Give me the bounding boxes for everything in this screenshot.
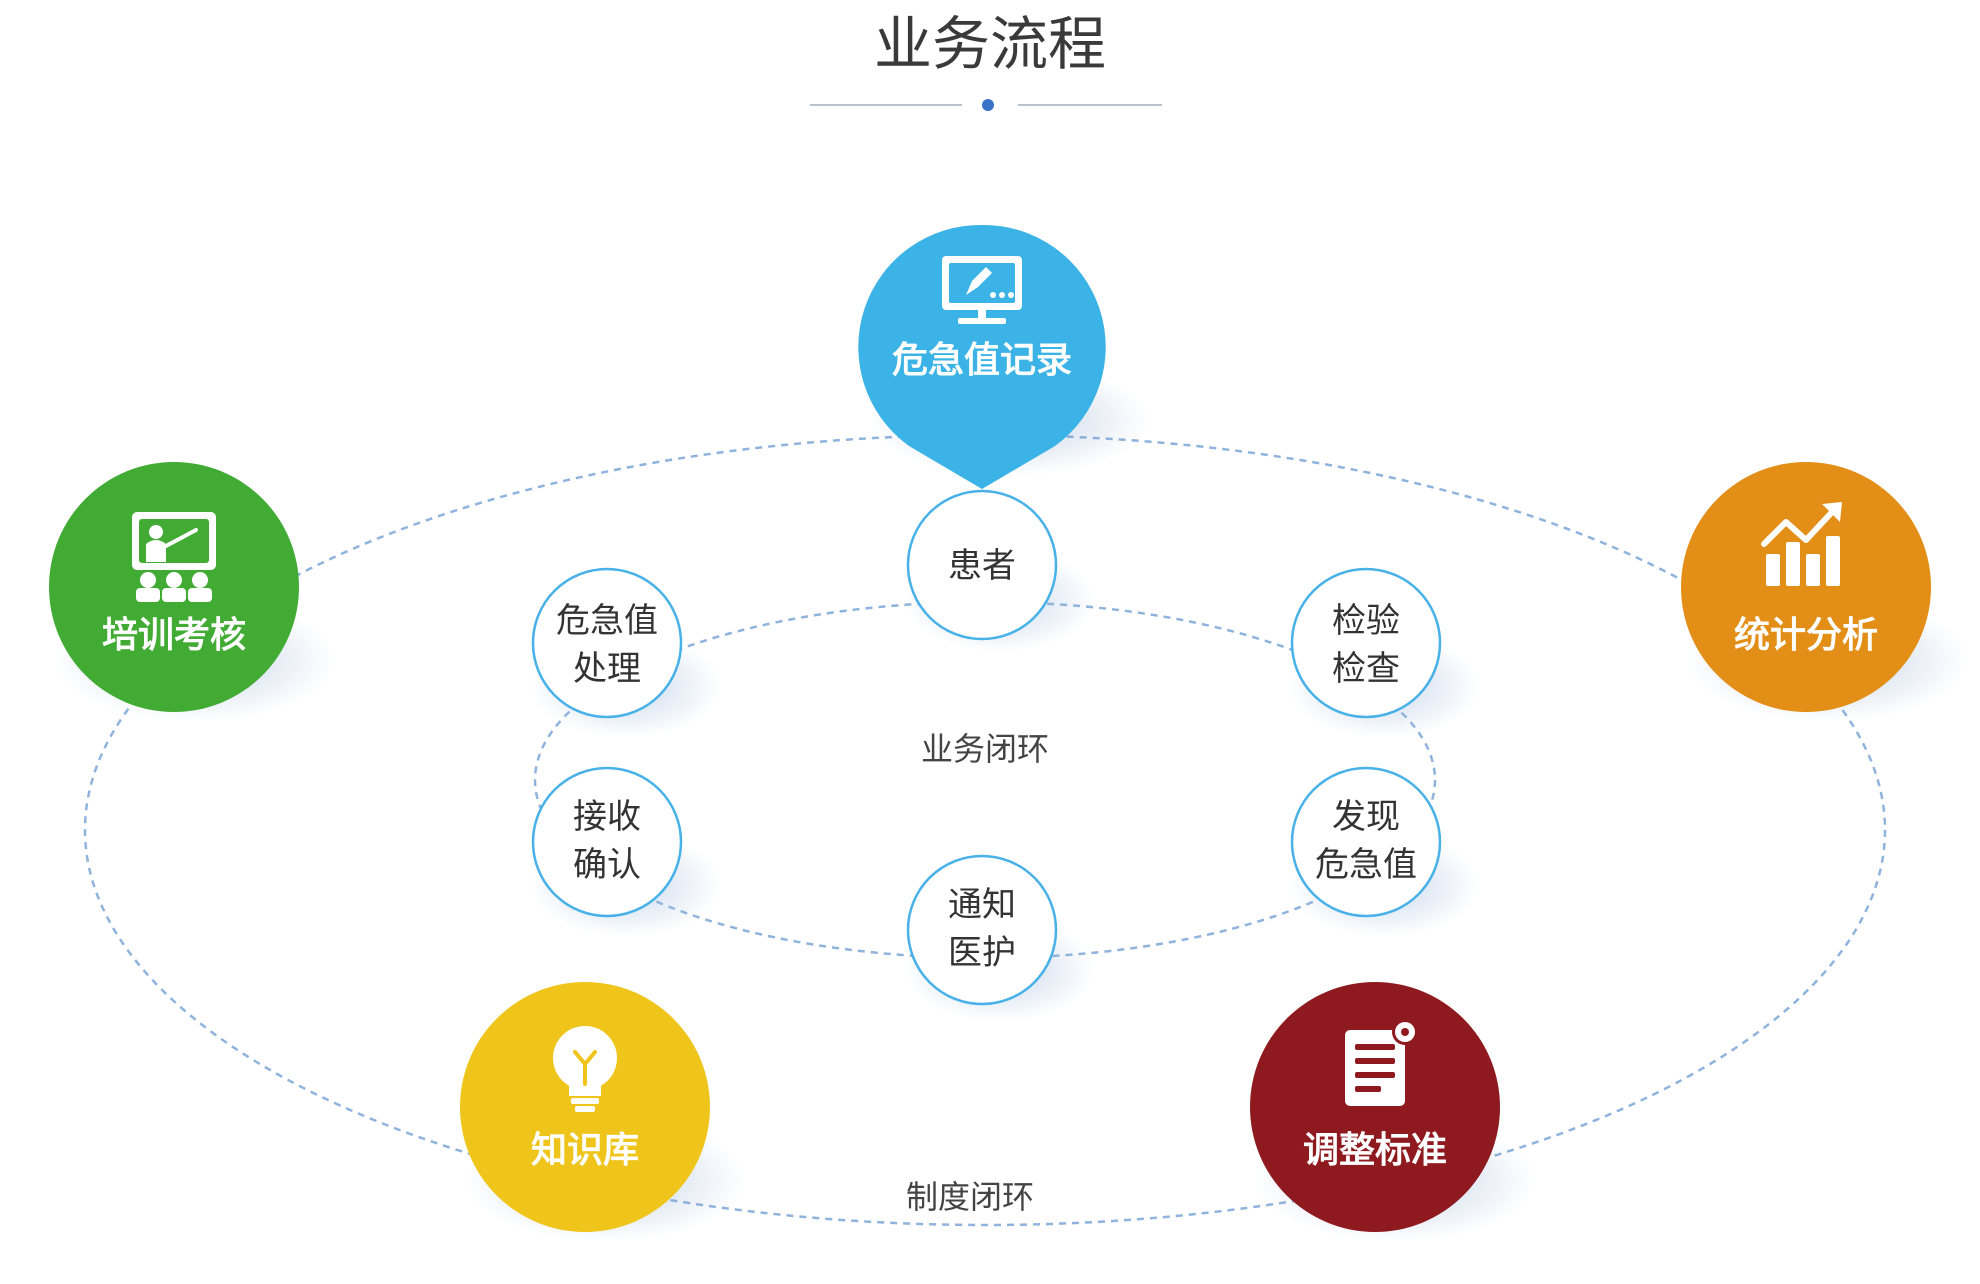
system-node-training: 培训考核 — [49, 462, 335, 722]
node-circle — [906, 489, 1058, 641]
system-loop-ring — [83, 433, 1887, 1227]
node-label-line-1: 通知 — [948, 885, 1016, 925]
system-node-label: 知识库 — [531, 1130, 639, 1171]
page-title: 业务流程 — [874, 10, 1106, 78]
node-label-line-1: 发现 — [1332, 797, 1400, 837]
teacher-board-icon — [132, 512, 216, 602]
node-circle — [1250, 982, 1500, 1232]
system-node-knowledge: 知识库 — [460, 982, 746, 1242]
node-label-line-2: 医护 — [948, 933, 1016, 973]
record-node: 危急值记录 — [858, 224, 1150, 489]
node-circle — [1681, 462, 1931, 712]
business-node-confirm: 接收 确认 — [531, 766, 721, 937]
node-label-line-2: 检查 — [1332, 649, 1400, 689]
node-label-line-1: 检验 — [1332, 601, 1400, 641]
system-node-standards: 调整标准 — [1250, 982, 1536, 1242]
business-node-discover: 发现 危急值 — [1289, 766, 1479, 937]
business-loop-label: 业务闭环 — [921, 730, 1049, 768]
node-label-line-2: 危急值 — [1315, 845, 1417, 885]
node-label-line-1: 患者 — [948, 546, 1016, 586]
node-label-line-2: 确认 — [573, 845, 641, 885]
business-node-handle: 危急值 处理 — [531, 567, 721, 738]
title-divider-dot — [982, 99, 994, 111]
page-header: 业务流程 — [810, 10, 1162, 111]
node-circle — [531, 766, 683, 918]
monitor-pen-icon — [942, 256, 1022, 324]
node-label-line-1: 接收 — [573, 797, 641, 837]
node-circle — [531, 567, 683, 719]
system-node-label: 统计分析 — [1734, 615, 1878, 656]
lightbulb-icon — [553, 1026, 617, 1112]
node-label-line-1: 危急值 — [556, 601, 658, 641]
system-node-label: 培训考核 — [102, 615, 246, 656]
bar-chart-up-icon — [1761, 502, 1842, 586]
record-node-label: 危急值记录 — [892, 340, 1072, 381]
document-gear-icon — [1345, 1019, 1418, 1106]
system-node-statistics: 统计分析 — [1681, 462, 1968, 722]
node-circle — [1290, 766, 1442, 918]
system-loop-label: 制度闭环 — [906, 1178, 1034, 1216]
node-circle — [906, 854, 1058, 1006]
business-node-patient: 患者 — [905, 489, 1095, 652]
business-node-notify: 通知 医护 — [905, 854, 1095, 1022]
business-node-inspection: 检验 检查 — [1289, 567, 1479, 738]
record-pin-shape — [858, 224, 1106, 489]
system-node-label: 调整标准 — [1303, 1130, 1447, 1171]
node-label-line-2: 处理 — [573, 649, 641, 689]
node-circle — [1290, 567, 1442, 719]
